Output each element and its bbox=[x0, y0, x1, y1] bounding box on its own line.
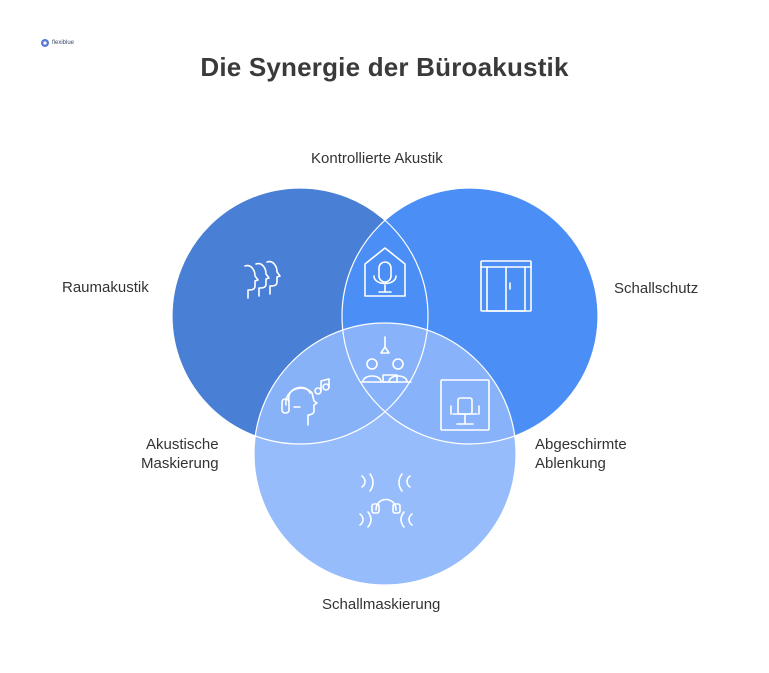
headphones-music-icon bbox=[281, 378, 330, 426]
heads-profile-icon bbox=[244, 260, 281, 299]
circle-left-outline bbox=[171, 187, 429, 445]
label-schallschutz: Schallschutz bbox=[614, 280, 699, 297]
label-raumakustik: Raumakustik bbox=[62, 279, 149, 296]
circle-right-outline bbox=[341, 187, 599, 445]
label-schallmaskierung: Schallmaskierung bbox=[322, 596, 441, 613]
sound-waves-icon bbox=[359, 473, 413, 528]
circle-schallmaskierung bbox=[254, 323, 516, 585]
house-microphone-icon bbox=[364, 247, 406, 297]
shielded-chair-icon bbox=[440, 379, 490, 431]
soundproof-door-icon bbox=[480, 260, 532, 312]
label-kontrollierte-akustik: Kontrollierte Akustik bbox=[311, 150, 443, 167]
office-meeting-icon bbox=[360, 336, 412, 383]
label-abgeschirmte-ablenkung: Abgeschirmte Ablenkung bbox=[535, 436, 627, 472]
page-title: Die Synergie der Büroakustik bbox=[200, 52, 569, 82]
logo: flexiblue bbox=[40, 38, 74, 48]
logo-text: flexiblue bbox=[52, 40, 75, 46]
circle-bottom-outline bbox=[253, 322, 517, 586]
label-akustische-maskierung: Akustische Maskierung bbox=[141, 436, 219, 472]
logo-mark-icon bbox=[41, 39, 49, 47]
